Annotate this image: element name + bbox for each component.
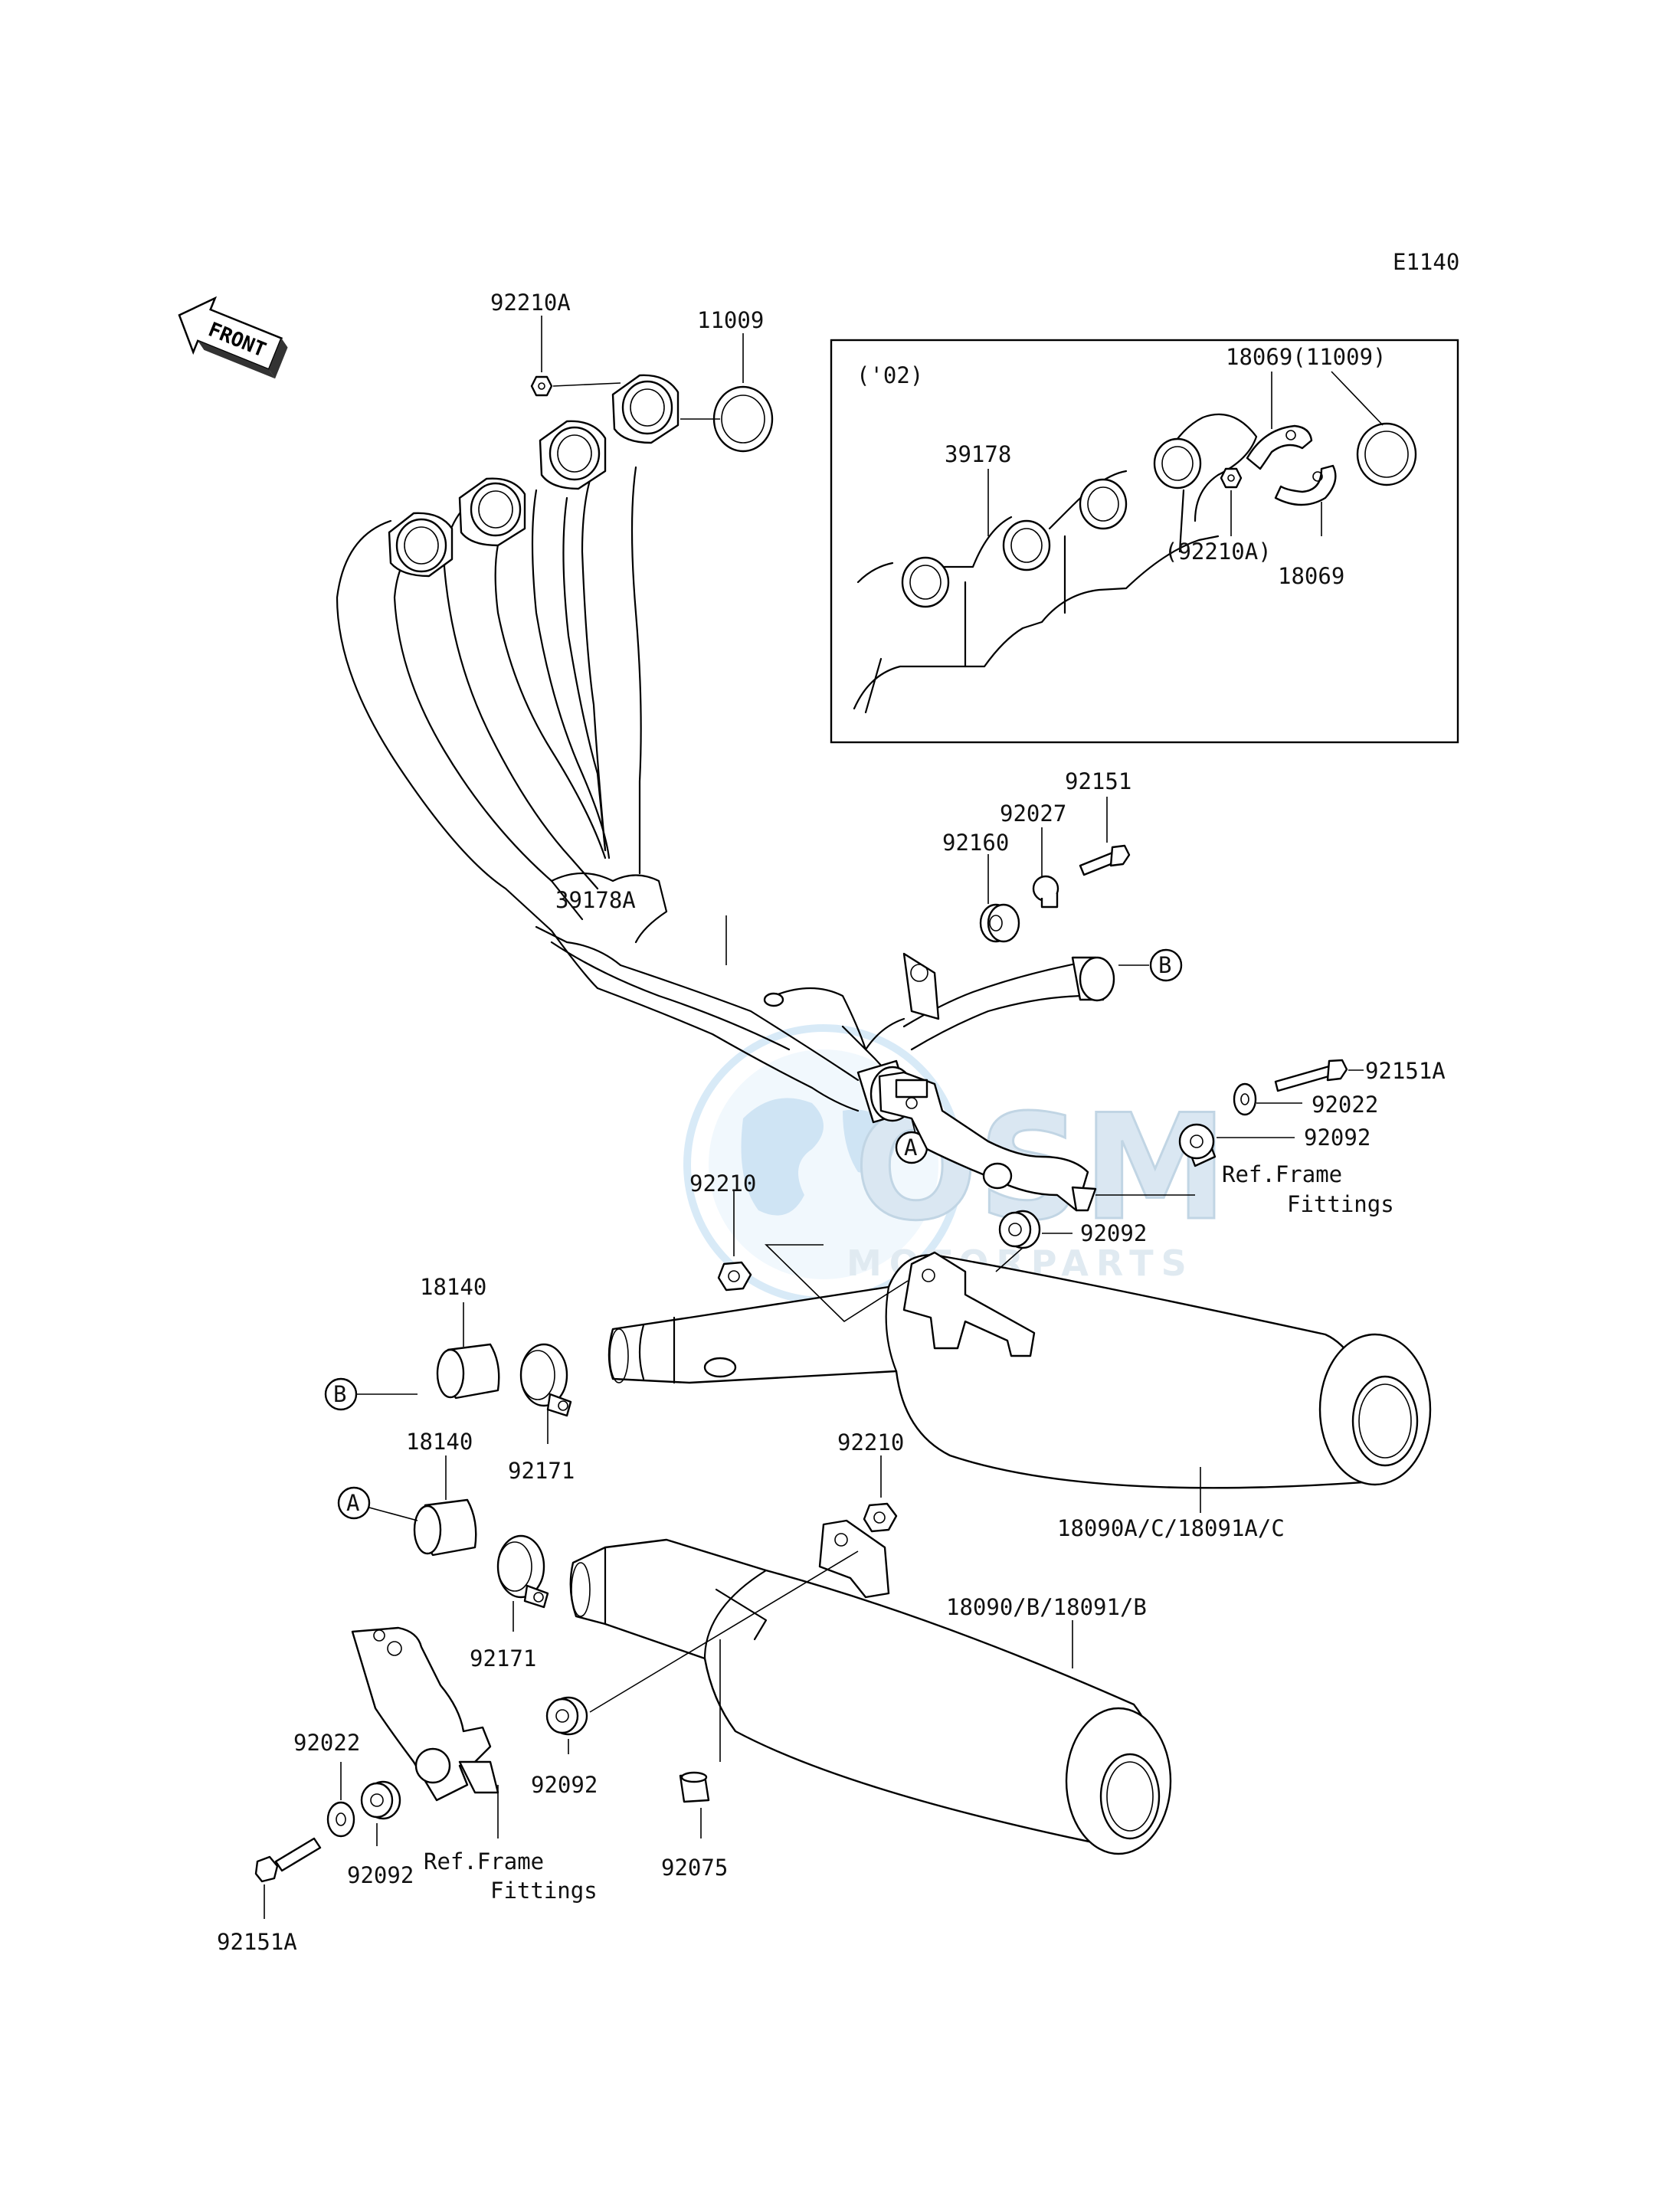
sleeve-18140-upper: 18140 <box>420 1274 500 1400</box>
label-92092-mid: 92092 <box>1080 1220 1147 1246</box>
header-port-2 <box>458 477 526 547</box>
label-39178A: 39178A <box>555 887 636 913</box>
muffler-18090B: 18090/B/18091/B <box>569 1519 1172 1855</box>
sleeve-18140-lower: 18140 <box>406 1429 477 1557</box>
bolt-92151: 92151 <box>1065 768 1131 876</box>
label-92151A-right: 92151A <box>1365 1058 1446 1084</box>
inset-port-3 <box>1079 478 1128 530</box>
label-92210-mid: 92210 <box>689 1171 756 1197</box>
collar-92027: 92027 <box>1000 801 1066 909</box>
inset-2002-variant: ('02) 39178 18069(11009) (92210A) 18069 <box>830 339 1459 744</box>
callout-b-header: B <box>1118 948 1183 982</box>
right-frame-bracket <box>878 1071 1195 1212</box>
label-92151: 92151 <box>1065 768 1131 794</box>
label-92092-left: 92092 <box>347 1862 414 1888</box>
muffler-18090AC: 18090A/C/18091A/C <box>607 1240 1432 1541</box>
inset-clamp-upper <box>1246 424 1313 470</box>
svg-text:B: B <box>1158 952 1171 978</box>
inset-frame <box>830 339 1459 744</box>
header-port-4 <box>611 374 680 444</box>
label-92092-lower-mid: 92092 <box>531 1772 598 1798</box>
header-port-3 <box>539 420 607 490</box>
inset-year: ('02) <box>856 362 923 388</box>
label-39178: 39178 <box>945 441 1011 467</box>
clamp-92171-upper: 92171 <box>508 1343 575 1484</box>
label-18140-upper: 18140 <box>420 1274 486 1300</box>
front-arrow-icon: FRONT <box>178 296 288 379</box>
inset-nut <box>1220 467 1243 489</box>
label-ref-frame-right-1: Ref.Frame <box>1222 1161 1342 1187</box>
label-92092-right: 92092 <box>1304 1125 1371 1151</box>
callout-a-header: A <box>895 1102 928 1164</box>
label-ref-frame-left-2: Fittings <box>490 1878 598 1904</box>
bolt-92151A-left: 92151A <box>217 1837 322 1955</box>
header-port-1 <box>388 512 454 578</box>
label-92171-upper: 92171 <box>508 1458 575 1484</box>
label-ref-frame-right-2: Fittings <box>1287 1191 1394 1217</box>
inset-port-4 <box>1153 437 1202 489</box>
label-92027: 92027 <box>1000 801 1066 827</box>
label-92160: 92160 <box>942 830 1009 856</box>
left-frame-bracket <box>351 1626 499 1838</box>
label-92171-lower: 92171 <box>470 1645 536 1671</box>
label-18090B: 18090/B/18091/B <box>946 1594 1147 1620</box>
label-92022-right: 92022 <box>1312 1092 1378 1118</box>
nut-92210A: 92210A <box>490 290 621 397</box>
label-92210A-inset: (92210A) <box>1164 539 1272 565</box>
label-ref-frame-left-1: Ref.Frame <box>424 1848 544 1874</box>
grommet-92092-left: 92092 <box>347 1780 414 1888</box>
washer-92022-left: 92022 <box>293 1730 360 1838</box>
inset-port-1 <box>901 556 950 608</box>
grommet-92092-lower-mid: 92092 <box>531 1696 598 1798</box>
label-18069-inset: 18069 <box>1278 563 1344 589</box>
label-92075: 92075 <box>661 1855 728 1881</box>
bolt-92151A-right: 92151A <box>1274 1058 1446 1092</box>
clamp-92171-lower: 92171 <box>470 1534 549 1671</box>
diagram-code: E1140 <box>1393 249 1459 275</box>
grommet-92092-mid: 92092 <box>998 1210 1147 1249</box>
grommet-92092-right: 92092 <box>1178 1123 1371 1167</box>
inset-port-2 <box>1002 519 1051 571</box>
svg-text:B: B <box>333 1381 346 1407</box>
rubber-92075: 92075 <box>661 1771 728 1881</box>
nut-92210-lower: 92210 <box>837 1429 904 1533</box>
label-92210A-top: 92210A <box>490 290 571 316</box>
label-92210-lower: 92210 <box>837 1429 904 1455</box>
label-18140-lower: 18140 <box>406 1429 473 1455</box>
svg-text:A: A <box>346 1490 359 1516</box>
gasket-11009: 11009 <box>680 307 774 453</box>
inset-clamp-lower <box>1274 464 1337 506</box>
label-11009-top: 11009 <box>697 307 764 333</box>
label-18090AC: 18090A/C/18091A/C <box>1057 1515 1285 1541</box>
callout-b-lower: B <box>324 1377 418 1411</box>
inset-gasket <box>1356 422 1417 486</box>
label-18069-11009: 18069(11009) <box>1226 344 1387 370</box>
label-92022-left: 92022 <box>293 1730 360 1756</box>
callout-a-lower: A <box>337 1486 418 1521</box>
svg-text:A: A <box>904 1135 917 1161</box>
grommet-92160: 92160 <box>942 830 1020 943</box>
washer-92022-right: 92022 <box>1233 1082 1378 1118</box>
label-92151A-left: 92151A <box>217 1929 297 1955</box>
nut-92210-mid: 92210 <box>689 1171 756 1292</box>
